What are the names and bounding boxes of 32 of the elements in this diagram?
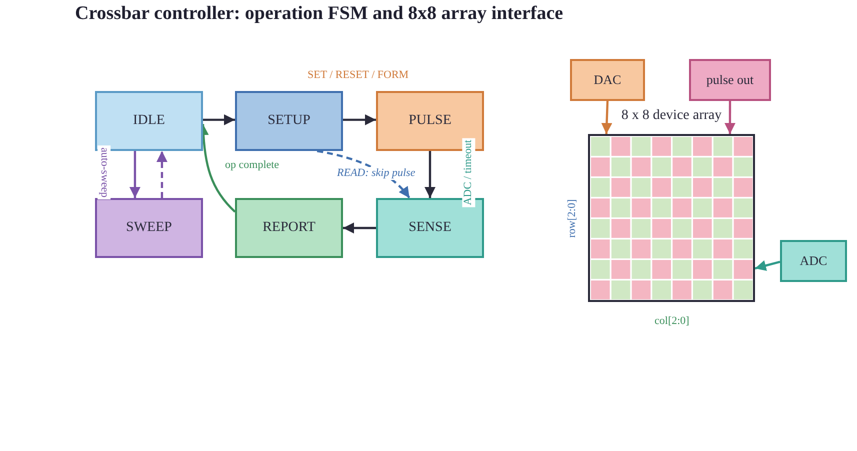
state-name: ADC bbox=[800, 253, 828, 269]
state-box bbox=[780, 240, 847, 282]
state-name: REPORT bbox=[262, 220, 316, 236]
edge-label: SET / RESET / FORM bbox=[306, 68, 411, 82]
arrow bbox=[343, 114, 376, 126]
edge-label: op complete bbox=[223, 158, 282, 172]
state-name: pulse out bbox=[706, 72, 754, 88]
arrow bbox=[754, 260, 780, 271]
state-name: DAC bbox=[594, 72, 622, 88]
arrow bbox=[724, 101, 736, 134]
edge-label: auto-sweep bbox=[98, 144, 111, 200]
arrow bbox=[343, 222, 376, 234]
state-name: SENSE bbox=[408, 220, 452, 236]
edge-label: ADC / timeout bbox=[462, 137, 475, 207]
arrow bbox=[156, 151, 168, 198]
arrow bbox=[203, 114, 235, 126]
diagram-title: Crossbar controller: operation FSM and 8x8 array interface bbox=[75, 3, 564, 25]
arrow bbox=[424, 151, 436, 198]
arrow bbox=[601, 100, 612, 134]
state-name: SETUP bbox=[268, 113, 310, 129]
state-box bbox=[95, 198, 203, 258]
state-box bbox=[235, 198, 343, 258]
state-name: IDLE bbox=[133, 113, 165, 129]
state-name: SWEEP bbox=[126, 220, 172, 236]
state-name: PULSE bbox=[408, 113, 452, 129]
edge-label: READ: skip pulse bbox=[335, 166, 418, 180]
array-heading: 8 x 8 device array bbox=[620, 108, 723, 124]
arrow bbox=[129, 151, 140, 198]
state-box bbox=[689, 59, 771, 101]
state-box bbox=[570, 59, 645, 101]
column-label: col[2:0] bbox=[652, 314, 692, 328]
state-box bbox=[235, 91, 343, 151]
